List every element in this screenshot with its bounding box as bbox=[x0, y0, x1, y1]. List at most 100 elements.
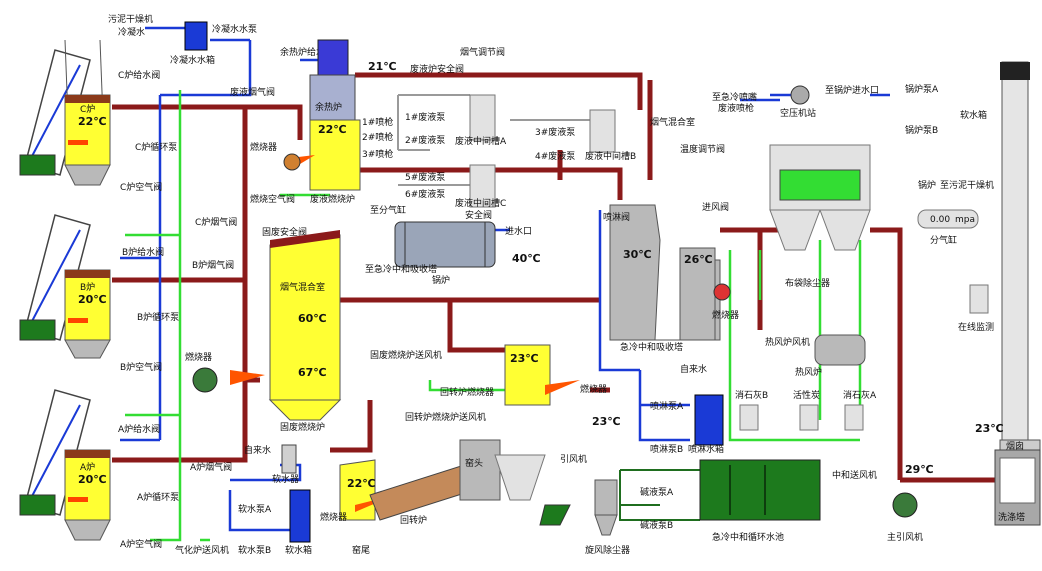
tank-a bbox=[469, 94, 496, 141]
rotary-burner-group: 23℃ 燃烧器 回转炉燃烧器 回转炉燃烧炉送风机 bbox=[405, 344, 607, 423]
a-pump-label: A炉循环泵 bbox=[137, 491, 179, 503]
alkali-a-label: 碱液泵A bbox=[640, 486, 674, 498]
furnace-c-group: C炉 22℃ C炉给水阀 C炉循环泵 C炉空气阀 C炉烟气阀 bbox=[19, 39, 237, 228]
spray-pump-a-label: 喷淋泵A bbox=[650, 400, 684, 412]
pool-label: 急冷中和循环水池 bbox=[712, 531, 784, 543]
gun2-label: 2#喷枪 bbox=[362, 131, 393, 143]
furnace-a-group: A炉 20℃ A炉给水阀 A炉烟气阀 A炉循环泵 A炉空气阀 bbox=[19, 389, 232, 550]
online-monitor-box bbox=[969, 284, 989, 314]
c-conveyor-hopper bbox=[19, 154, 56, 176]
spray-pump-b-label: 喷淋泵B bbox=[650, 443, 683, 455]
small-furnace-temp: 23℃ bbox=[510, 352, 539, 365]
waste-flue-label: 废液烟气阀 bbox=[230, 86, 275, 98]
waste-pumps-group: 1#废液泵 2#废液泵 废液中间槽A 3#废液泵 4#废液泵 废液中间槽B 5#… bbox=[405, 94, 636, 221]
soft-water-tank bbox=[289, 489, 311, 543]
bag-filter-group: 布袋除尘器 bbox=[769, 144, 871, 289]
solid-safe-label: 固废安全阀 bbox=[262, 226, 307, 238]
a-feed-valve-label: A炉给水阀 bbox=[118, 423, 160, 435]
tank-a-label: 废液中间槽A bbox=[455, 135, 507, 147]
rotary-burner-label: 回转炉燃烧器 bbox=[440, 386, 494, 398]
pump6-label: 6#废液泵 bbox=[405, 188, 445, 200]
quench-tap-water-label: 自来水 bbox=[680, 363, 707, 375]
spray-pool-group: 喷淋泵A 喷淋泵B 喷淋水箱 碱液泵A 碱液泵B 急冷中和循环水池 bbox=[640, 394, 821, 543]
c-pump-label: C炉循环泵 bbox=[135, 141, 177, 153]
washer-label: 洗涤塔 bbox=[998, 511, 1025, 523]
cond-tank bbox=[184, 21, 208, 51]
to-boiler-inlet-label: 至锅炉进水口 bbox=[825, 84, 879, 96]
solid-furnace-group: 烟气混合室 60℃ 67℃ 燃烧器 固废燃烧炉 固废燃烧炉送风机 bbox=[185, 230, 442, 433]
c-furnace-body bbox=[64, 94, 111, 166]
kiln-head bbox=[459, 439, 501, 501]
c-furnace-ash bbox=[64, 164, 111, 186]
chimney-body bbox=[1001, 61, 1029, 443]
b-furnace-body bbox=[64, 269, 111, 341]
cylinder-pressure: 0.00 bbox=[930, 215, 950, 225]
soft-pump-a-label: 软水泵A bbox=[238, 503, 272, 515]
top-flue-group: 21℃ 废液炉安全阀 烟气调节阀 烟气混合室 温度调节阀 bbox=[368, 46, 725, 155]
bag-filter-label: 布袋除尘器 bbox=[785, 277, 830, 289]
gun3-label: 3#喷枪 bbox=[362, 148, 393, 160]
quench-right-temp: 26℃ bbox=[684, 253, 713, 266]
waste-gun-label: 废液喷枪 bbox=[718, 102, 754, 114]
b-furnace-label: B炉 bbox=[80, 281, 95, 293]
temp-reg-valve-label: 温度调节阀 bbox=[680, 143, 725, 155]
cylinder-body bbox=[917, 209, 979, 229]
softener-label: 软水器 bbox=[272, 473, 299, 485]
b-furnace-ash bbox=[64, 339, 111, 359]
tank-c bbox=[469, 164, 496, 208]
chimney-group: 23℃ 烟囱 洗涤塔 29℃ 主引风机 bbox=[887, 61, 1041, 543]
b-conveyor-hopper bbox=[19, 319, 56, 341]
tank-c-label: 废液中间槽C bbox=[455, 197, 506, 209]
pump2-label: 2#废液泵 bbox=[405, 134, 445, 146]
to-quench-tower-label: 至急冷中和吸收塔 bbox=[365, 263, 437, 275]
main-fan-icon bbox=[892, 492, 918, 518]
c-furnace-temp: 22℃ bbox=[78, 115, 107, 128]
b-pump-label: B炉循环泵 bbox=[137, 311, 179, 323]
a-flue-valve-label: A炉烟气阀 bbox=[190, 461, 232, 473]
boiler-steam-label: 锅炉 bbox=[918, 179, 936, 191]
solid-burner-label: 燃烧器 bbox=[185, 351, 212, 363]
c-flue-valve-label: C炉烟气阀 bbox=[195, 216, 237, 228]
kiln-burner-body bbox=[339, 459, 376, 521]
boiler-label: 锅炉 bbox=[432, 274, 450, 286]
gasifier-fan-label: 气化炉送风机 bbox=[175, 544, 229, 556]
a-air-valve-label: A炉空气阀 bbox=[120, 538, 162, 550]
quench-tower-label: 急冷中和吸收塔 bbox=[620, 341, 683, 353]
solid-fan-icon bbox=[192, 367, 218, 393]
sludge-dryer-label: 污泥干燥机 bbox=[108, 13, 153, 25]
hot-furnace-body bbox=[814, 334, 866, 366]
pump1-label: 1#废液泵 bbox=[405, 111, 445, 123]
lime-b-label: 消石灰B bbox=[735, 389, 768, 401]
rotary-burner-text: 燃烧器 bbox=[580, 383, 607, 395]
burner-air-label: 燃烧空气阀 bbox=[250, 193, 295, 205]
c-feed-valve-label: C炉给水阀 bbox=[118, 69, 160, 81]
cyclone-label: 旋风除尘器 bbox=[585, 544, 630, 556]
flue-mix-room-label: 烟气混合室 bbox=[650, 116, 695, 128]
rotary-kiln-group: 22℃ 回转炉 窑头 窑尾 燃烧器 旋风除尘器 引风机 23℃ bbox=[320, 415, 630, 556]
reagents-group: 消石灰B 活性炭 消石灰A 中和送风机 bbox=[735, 389, 877, 481]
softener-group: 自来水 软水器 软水泵A 软水泵B 软水箱 气化炉送风机 bbox=[175, 444, 312, 556]
b-feed-valve-label: B炉给水阀 bbox=[122, 246, 164, 258]
kiln-hopper bbox=[494, 454, 546, 501]
lime-a-label: 消石灰A bbox=[843, 389, 877, 401]
waste-liquid-furnace-group: 余热炉给水阀 余热炉 废液烟气阀 22℃ 燃烧器 燃烧空气阀 废液燃烧炉 1#喷… bbox=[230, 39, 406, 238]
top-right-group: 至急冷喷嘴 废液喷枪 空压机站 至锅炉进水口 锅炉泵A 锅炉泵B 软水箱 锅炉 … bbox=[712, 83, 994, 333]
c-air-valve-label: C炉空气阀 bbox=[120, 181, 162, 193]
chimney-temp: 23℃ bbox=[975, 422, 1004, 435]
softener-tank bbox=[281, 444, 297, 474]
kiln-burner-label: 燃烧器 bbox=[320, 511, 347, 523]
air-station-icon bbox=[790, 85, 810, 105]
quench-burner-label: 燃烧器 bbox=[712, 309, 739, 321]
solid-fan-label: 固废燃烧炉送风机 bbox=[370, 349, 442, 361]
tank-b-label: 废液中间槽B bbox=[585, 150, 636, 162]
a-furnace-ash bbox=[64, 519, 111, 541]
boiler-group: 锅炉 进水口 40℃ 至急冷中和吸收塔 bbox=[365, 221, 541, 286]
a-conveyor-hopper bbox=[19, 494, 56, 516]
mix-room-label: 烟气混合室 bbox=[280, 281, 325, 293]
water-inlet-label: 进水口 bbox=[505, 225, 532, 237]
pump5-label: 5#废液泵 bbox=[405, 171, 445, 183]
cylinder-label: 分气缸 bbox=[930, 234, 957, 246]
flue-pipes bbox=[112, 72, 1000, 483]
tank-b bbox=[589, 109, 616, 153]
